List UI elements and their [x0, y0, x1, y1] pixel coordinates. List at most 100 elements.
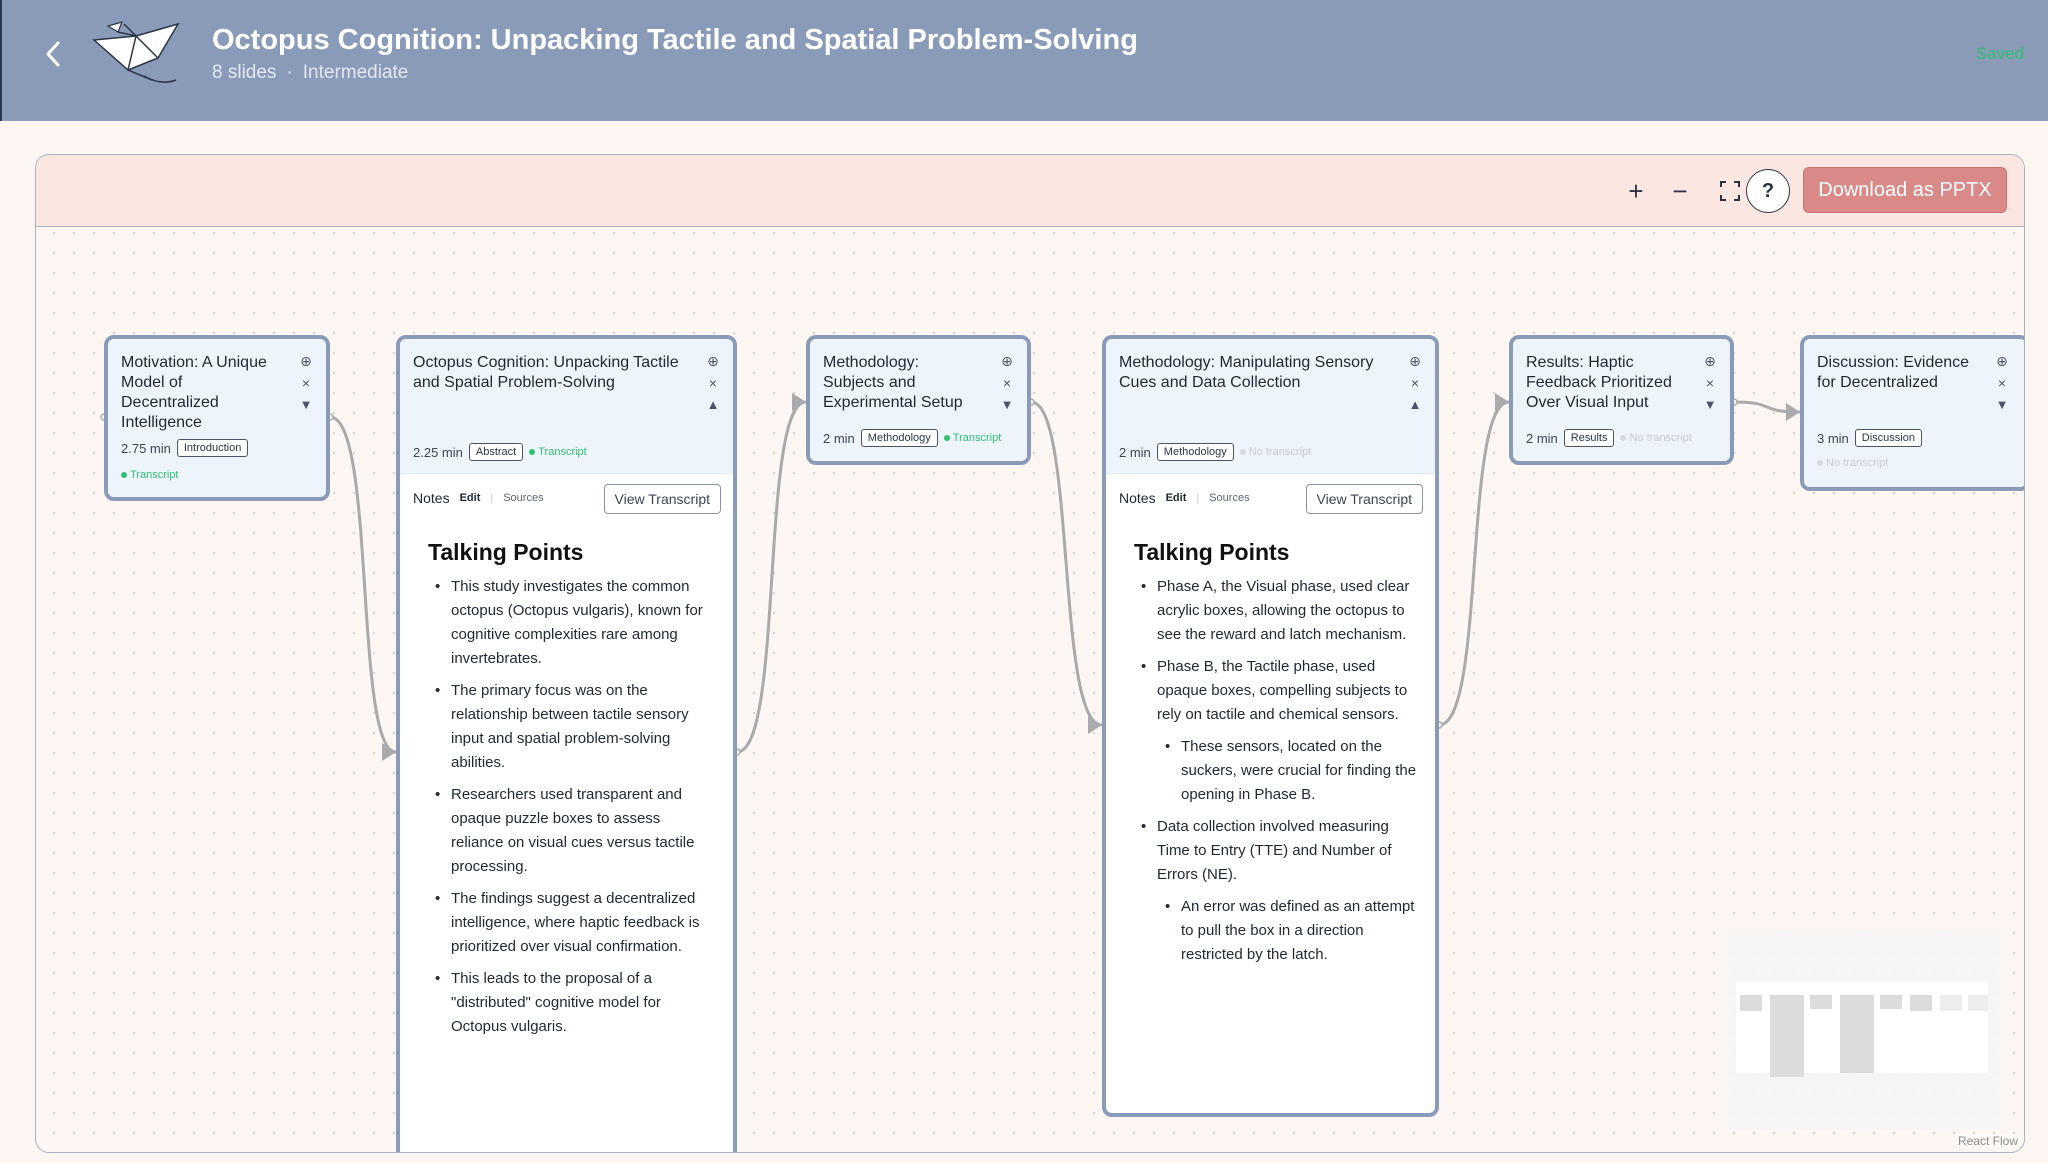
slide-node-header: Octopus Cognition: Unpacking Tactile and…: [400, 339, 733, 473]
list-item: An error was defined as an attempt to pu…: [1134, 895, 1417, 967]
minimap-node: [1940, 995, 1962, 1011]
view-transcript-button[interactable]: View Transcript: [603, 484, 721, 514]
slide-node[interactable]: Methodology: Manipulating Sensory Cues a…: [1102, 335, 1439, 1117]
slide-node-header: Discussion: Evidence for Decentralized ⊕…: [1804, 339, 2024, 487]
flow-edges: [100, 393, 1801, 761]
notes-heading: Talking Points: [428, 539, 584, 565]
slide-meta: 2 min Methodology Transcript: [823, 429, 1001, 447]
add-slide-icon[interactable]: ⊕: [1001, 353, 1013, 369]
add-slide-icon[interactable]: ⊕: [707, 353, 719, 369]
transcript-indicator: Transcript: [529, 446, 587, 458]
list-item: Phase A, the Visual phase, used clear ac…: [1134, 575, 1417, 647]
expand-toggle-icon[interactable]: ▼: [1000, 397, 1014, 412]
slide-node[interactable]: Motivation: A Unique Model of Decentrali…: [104, 335, 330, 501]
slide-duration: 2.25 min: [413, 444, 463, 460]
slide-duration: 2 min: [823, 430, 855, 446]
collapse-toggle-icon[interactable]: ▲: [706, 397, 720, 412]
slide-count: 8 slides: [212, 62, 277, 83]
transcript-status: Transcript: [121, 469, 179, 481]
slide-duration: 3 min: [1817, 430, 1849, 446]
slide-node[interactable]: Discussion: Evidence for Decentralized ⊕…: [1800, 335, 2024, 491]
transcript-indicator: Transcript: [944, 432, 1002, 444]
download-pptx-button[interactable]: Download as PPTX: [1803, 167, 2007, 213]
tab-sources[interactable]: Sources: [1209, 492, 1250, 504]
slide-duration: 2.75 min: [121, 440, 171, 456]
delete-slide-icon[interactable]: ×: [1410, 375, 1420, 391]
list-item: These sensors, located on the suckers, w…: [1134, 735, 1417, 807]
tab-separator: |: [490, 492, 494, 504]
list-item: This study investigates the common octop…: [428, 575, 715, 671]
list-item: The primary focus was on the relationshi…: [428, 679, 715, 775]
slide-node[interactable]: Results: Haptic Feedback Prioritized Ove…: [1509, 335, 1734, 465]
slide-title: Octopus Cognition: Unpacking Tactile and…: [413, 354, 679, 391]
talking-points-list: This study investigates the common octop…: [428, 575, 715, 1047]
add-slide-icon[interactable]: ⊕: [300, 353, 312, 369]
slide-title: Methodology: Subjects and Experimental S…: [823, 354, 963, 411]
edge-4-5: [1438, 400, 1510, 727]
transcript-indicator: No transcript: [1817, 457, 1888, 469]
edge-5-6: [1733, 400, 1801, 414]
add-slide-icon[interactable]: ⊕: [1996, 353, 2008, 369]
notes-tabs-bar: Notes Edit | Sources View Transcript: [1106, 473, 1435, 519]
section-badge: Abstract: [468, 443, 524, 461]
fit-view-button[interactable]: [1712, 173, 1748, 209]
slide-meta: 2 min Methodology No transcript: [1119, 443, 1311, 461]
help-button[interactable]: ?: [1746, 169, 1790, 213]
minimap-node: [1770, 995, 1804, 1077]
tab-notes[interactable]: Notes: [1119, 490, 1156, 506]
tab-edit[interactable]: Edit: [1165, 492, 1187, 504]
minimap-node: [1810, 995, 1832, 1009]
tab-notes[interactable]: Notes: [413, 490, 450, 506]
delete-slide-icon[interactable]: ×: [301, 375, 311, 391]
delete-slide-icon[interactable]: ×: [1705, 375, 1715, 391]
back-button[interactable]: [38, 36, 68, 72]
minimap[interactable]: [1728, 929, 2000, 1129]
edge-arrow-3: [792, 393, 806, 411]
notes-tabs: Notes Edit | Sources: [1119, 490, 1250, 506]
react-flow-attribution[interactable]: React Flow: [1955, 1134, 2020, 1148]
collapse-toggle-icon[interactable]: ▲: [1408, 397, 1422, 412]
slide-title: Motivation: A Unique Model of Decentrali…: [121, 354, 267, 431]
list-item: Data collection involved measuring Time …: [1134, 815, 1417, 887]
expand-toggle-icon[interactable]: ▼: [1703, 397, 1717, 412]
slide-node[interactable]: Methodology: Subjects and Experimental S…: [806, 335, 1031, 465]
zoom-in-button[interactable]: +: [1628, 175, 1644, 206]
list-item: Researchers used transparent and opaque …: [428, 783, 715, 879]
add-slide-icon[interactable]: ⊕: [1409, 353, 1421, 369]
slide-meta: 2.75 min Introduction: [121, 439, 249, 457]
zoom-out-button[interactable]: −: [1672, 175, 1688, 206]
expand-toggle-icon[interactable]: ▼: [1995, 397, 2009, 412]
tab-edit[interactable]: Edit: [459, 492, 481, 504]
delete-slide-icon[interactable]: ×: [1002, 375, 1012, 391]
notes-tabs: Notes Edit | Sources: [413, 490, 544, 506]
edge-2-3: [736, 400, 807, 754]
edge-3-4: [1030, 400, 1103, 727]
edge-arrow-6: [1786, 403, 1800, 421]
chevron-left-icon: [46, 41, 60, 67]
talking-points-list: Phase A, the Visual phase, used clear ac…: [1134, 575, 1417, 975]
slide-node-header: Methodology: Subjects and Experimental S…: [810, 339, 1027, 461]
canvas-toolbar: + − ? Download as PPTX: [36, 155, 2024, 227]
slide-node[interactable]: Octopus Cognition: Unpacking Tactile and…: [396, 335, 737, 1152]
transcript-indicator: No transcript: [1240, 446, 1311, 458]
section-badge: Introduction: [176, 439, 249, 457]
fullscreen-icon: [1720, 181, 1740, 201]
view-transcript-button[interactable]: View Transcript: [1305, 484, 1423, 514]
delete-slide-icon[interactable]: ×: [708, 375, 718, 391]
paper-boat-logo-icon: [92, 21, 180, 83]
expand-toggle-icon[interactable]: ▼: [299, 397, 313, 412]
edge-arrow-2: [382, 743, 396, 761]
edge-arrow-4: [1088, 716, 1102, 734]
slide-meta: 2 min Results No transcript: [1526, 429, 1692, 447]
notes-tabs-bar: Notes Edit | Sources View Transcript: [400, 473, 733, 519]
minimap-node: [1740, 995, 1762, 1011]
flow-canvas[interactable]: + − ? Download as PPTX: [35, 154, 2025, 1153]
minimap-node: [1968, 995, 1988, 1011]
slide-duration: 2 min: [1526, 430, 1558, 446]
slide-node-header: Motivation: A Unique Model of Decentrali…: [108, 339, 326, 497]
deck-meta: 8 slides·Intermediate: [212, 62, 408, 84]
add-slide-icon[interactable]: ⊕: [1704, 353, 1716, 369]
delete-slide-icon[interactable]: ×: [1997, 375, 2007, 391]
slide-duration: 2 min: [1119, 444, 1151, 460]
tab-sources[interactable]: Sources: [503, 492, 544, 504]
